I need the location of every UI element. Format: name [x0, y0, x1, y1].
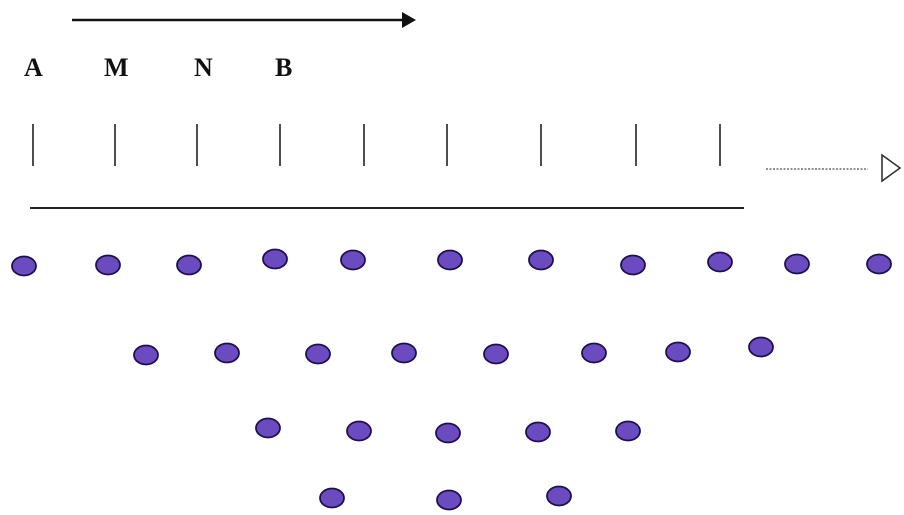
- particle-dot: [340, 249, 366, 271]
- particle-dot: [615, 420, 641, 442]
- particle-dot: [262, 248, 288, 270]
- particle-dot: [255, 417, 281, 439]
- particle-dot: [748, 336, 774, 358]
- particle-dot: [319, 487, 345, 509]
- particle-dot: [483, 343, 509, 365]
- arrow-right-icon: [402, 12, 416, 28]
- label-b: B: [275, 53, 292, 82]
- particle-dot: [784, 253, 810, 275]
- particle-dot: [305, 343, 331, 365]
- particle-dot: [437, 249, 463, 271]
- dots: [11, 248, 892, 511]
- particle-dot: [620, 254, 646, 276]
- particle-dot: [95, 254, 121, 276]
- triangle-right-icon: [881, 153, 902, 183]
- particle-dot: [525, 421, 551, 443]
- particle-dot: [866, 253, 892, 275]
- particle-dot: [665, 341, 691, 363]
- label-a: A: [24, 53, 43, 82]
- particle-dot: [11, 255, 37, 277]
- particle-dot: [176, 254, 202, 276]
- particle-dot: [214, 342, 240, 364]
- label-m: M: [104, 53, 129, 82]
- top-arrow: [72, 12, 416, 28]
- particle-dot: [436, 489, 462, 511]
- particle-dot: [546, 485, 572, 507]
- particle-dot: [528, 249, 554, 271]
- particle-dot: [435, 422, 461, 444]
- tick-marks: [32, 124, 721, 166]
- particle-dot: [346, 420, 372, 442]
- dotted-arrow: [766, 153, 902, 183]
- particle-dot: [391, 342, 417, 364]
- particle-dot: [581, 342, 607, 364]
- label-n: N: [194, 53, 213, 82]
- particle-dot: [133, 344, 159, 366]
- particle-dot: [707, 251, 733, 273]
